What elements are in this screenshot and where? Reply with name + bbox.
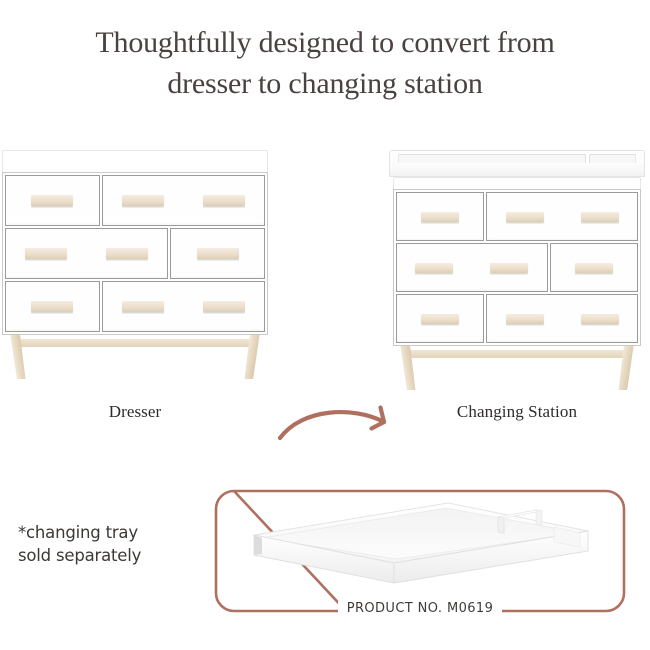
drawer (101, 281, 265, 332)
drawer-handle-icon (202, 195, 245, 208)
changing-tray-on-top (389, 150, 645, 177)
drawer (396, 294, 485, 343)
drawer-handle-icon (25, 248, 68, 261)
drawer-handle-icon (202, 301, 245, 314)
drawer-row (396, 243, 638, 292)
leg-rail (405, 350, 629, 358)
headline-line-1: Thoughtfully designed to convert from (95, 26, 555, 59)
product-number-label: PRODUCT NO. M0619 (214, 601, 626, 616)
drawer-row (5, 228, 265, 279)
drawer-handle-icon (31, 301, 74, 314)
station-drawer-case (393, 189, 641, 346)
station-top-surface (393, 177, 641, 189)
drawer-handle-icon (122, 195, 165, 208)
tray-divider (585, 154, 590, 163)
drawer (5, 281, 100, 332)
drawer (486, 192, 638, 241)
drawer-row (5, 175, 265, 226)
drawer-row (396, 192, 638, 241)
drawer-handle-icon (105, 248, 148, 261)
disclaimer-line-2: sold separately (18, 546, 142, 566)
dresser-illustration (2, 150, 268, 379)
changing-station-caption: Changing Station (456, 402, 578, 421)
changing-tray-disclaimer: *changing tray sold separately (18, 521, 203, 568)
drawer-handle-icon (421, 313, 460, 326)
drawer-row (396, 294, 638, 343)
drawer-handle-icon (580, 211, 619, 224)
product-comparison: Dresser (0, 150, 650, 441)
drawer (486, 294, 638, 343)
product-number-text: PRODUCT NO. M0619 (337, 601, 503, 616)
dresser-legs (2, 335, 268, 379)
tray-well (398, 154, 636, 163)
drawer-row (5, 281, 265, 332)
disclaimer-line-1: *changing tray (18, 523, 138, 542)
drawer-handle-icon (421, 211, 460, 224)
drawer-handle-icon (505, 313, 544, 326)
drawer-handle-icon (505, 211, 544, 224)
drawer (170, 228, 265, 279)
station-legs (393, 346, 641, 390)
drawer (101, 175, 265, 226)
drawer (5, 228, 169, 279)
headline-line-2: dresser to changing station (167, 67, 483, 101)
changing-station-illustration (389, 150, 645, 390)
product-callout-frame (214, 489, 626, 613)
drawer-handle-icon (31, 195, 74, 208)
drawer-handle-icon (574, 262, 613, 275)
drawer-handle-icon (196, 248, 239, 261)
dresser-caption: Dresser (108, 402, 162, 421)
page-headline: Thoughtfully designed to convert from dr… (0, 22, 650, 105)
conversion-arrow-icon (276, 398, 398, 458)
drawer-handle-icon (580, 313, 619, 326)
drawer (396, 243, 548, 292)
leg-rail (15, 339, 255, 347)
changing-tray-product-illustration (236, 497, 596, 597)
drawer-handle-icon (415, 262, 454, 275)
drawer (549, 243, 638, 292)
drawer (396, 192, 485, 241)
dresser-top-surface (2, 150, 268, 172)
dresser-drawer-case (2, 172, 268, 335)
drawer-handle-icon (490, 262, 529, 275)
drawer-handle-icon (122, 301, 165, 314)
drawer (5, 175, 100, 226)
